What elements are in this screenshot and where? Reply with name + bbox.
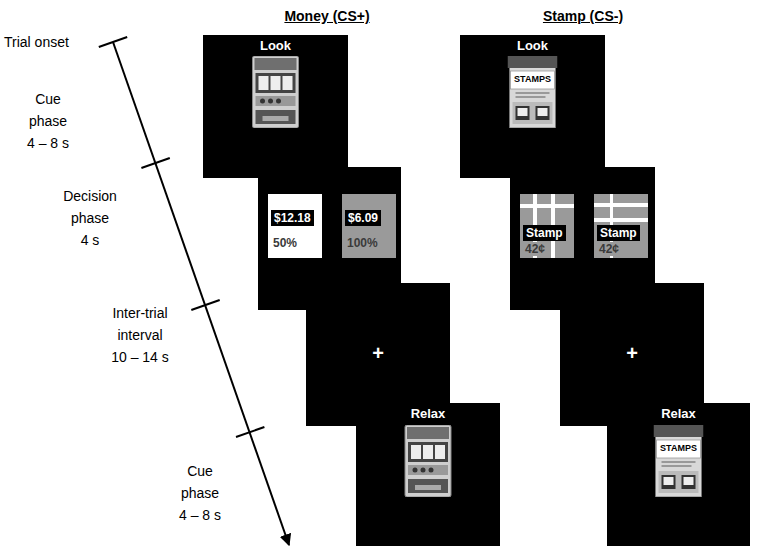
fixation-cross: +: [560, 341, 704, 365]
phase-label: Inter-trial interval: [100, 302, 180, 346]
trial-screen: Relax: [356, 403, 500, 546]
phase-label: Decision phase: [54, 185, 126, 229]
label-slot: Trial onset: [4, 33, 94, 51]
choice-option: $12.18 50%: [268, 194, 322, 258]
label-slot: Inter-trial interval: [100, 302, 180, 346]
phase-tick: [99, 37, 127, 47]
phase-label: Cue phase: [22, 88, 74, 132]
price-tag: $12.18: [271, 210, 314, 226]
probability-text: 42¢: [523, 242, 547, 256]
fixation-cross: +: [306, 341, 450, 365]
screen-cue-word: Relax: [607, 406, 750, 422]
probability-text: 100%: [345, 236, 380, 250]
probability-text: 50%: [271, 236, 299, 250]
price-tag: Stamp: [597, 225, 640, 241]
label-slot: Decision phase: [54, 185, 126, 229]
choice-option: $6.09 100%: [342, 194, 396, 258]
label-slot: 4 s: [45, 229, 135, 251]
duration-label: 4 – 8 s: [3, 132, 93, 154]
column-heading: Money (CS+): [242, 7, 412, 25]
duration-label: 4 – 8 s: [155, 504, 245, 526]
screen-cue-word: Relax: [356, 406, 500, 422]
stamp-machine-picture: [654, 425, 704, 497]
phase-tick: [141, 158, 169, 168]
label-slot: 10 – 14 s: [95, 346, 185, 368]
timeline-label: Trial onset: [4, 33, 94, 51]
label-slot: 4 – 8 s: [3, 132, 93, 154]
trial-screen: LookSTAMPS: [460, 35, 605, 178]
phase-label: Cue phase: [174, 460, 226, 504]
price-tag: Stamp: [523, 225, 566, 241]
slot-machine-picture: [253, 56, 299, 128]
trial-screen: RelaxSTAMPS: [607, 403, 750, 546]
slot-machine-picture: [405, 425, 451, 497]
label-slot: Cue phase: [174, 460, 226, 504]
label-slot: Stamp (CS-): [498, 7, 668, 25]
machine-caption: STAMPS: [607, 443, 750, 454]
machine-caption: STAMPS: [460, 74, 605, 85]
stamp-machine-picture: [508, 56, 558, 128]
column-heading: Stamp (CS-): [498, 7, 668, 25]
probability-text: 42¢: [597, 242, 621, 256]
trial-screen: Look: [203, 35, 348, 178]
label-slot: 4 – 8 s: [155, 504, 245, 526]
price-tag: $6.09: [345, 210, 381, 226]
duration-label: 4 s: [45, 229, 135, 251]
label-slot: Money (CS+): [242, 7, 412, 25]
phase-tick: [191, 300, 219, 310]
screen-cue-word: Look: [460, 38, 605, 54]
duration-label: 10 – 14 s: [95, 346, 185, 368]
label-slot: Cue phase: [22, 88, 74, 132]
choice-option: Stamp42¢: [594, 194, 648, 258]
choice-option: Stamp42¢: [520, 194, 574, 258]
screen-cue-word: Look: [203, 38, 348, 54]
phase-tick: [236, 427, 264, 437]
